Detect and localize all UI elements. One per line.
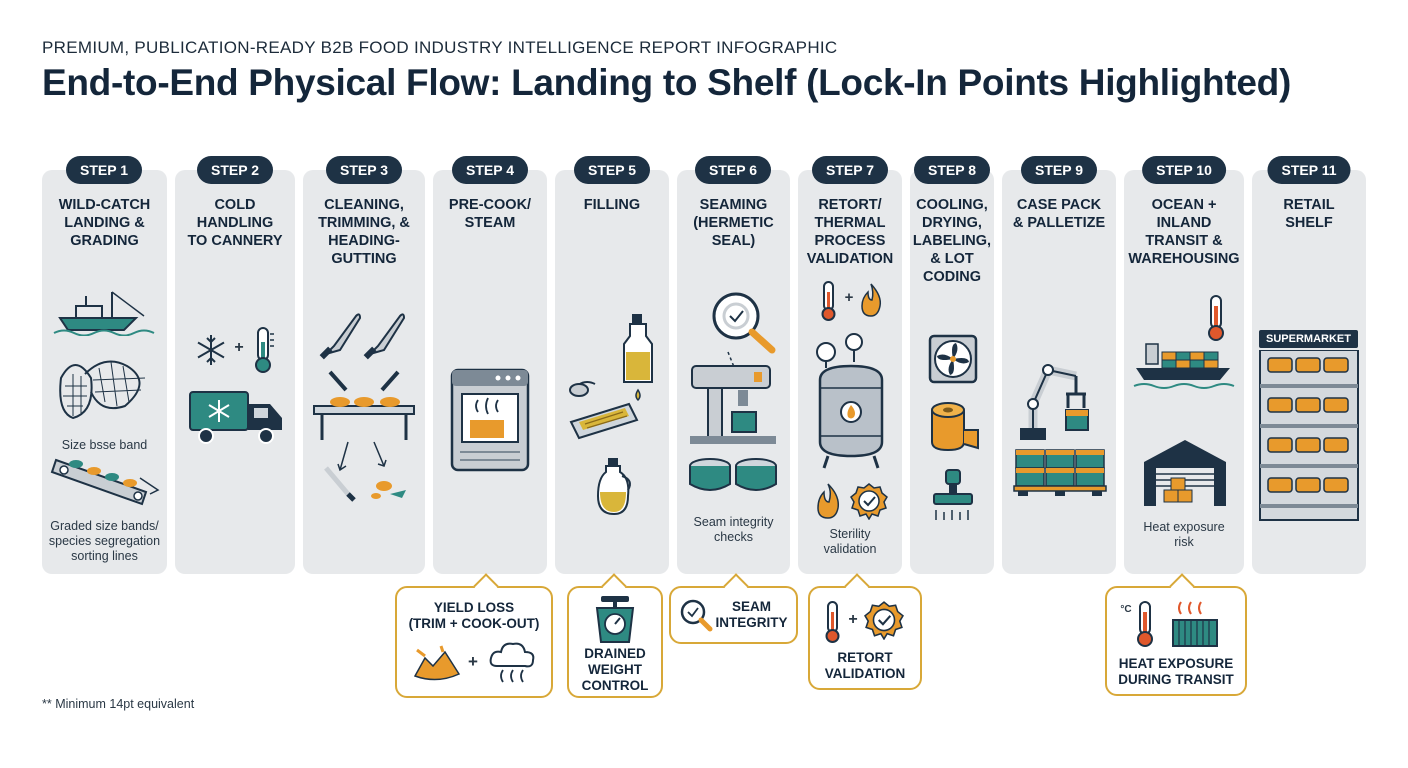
can-item [1323,437,1349,453]
step-4-badge: STEP 4 [452,156,528,184]
check-seal-icon [864,601,904,640]
lockin-retort-validation: + RETORT VALIDATION [808,573,922,690]
step-9-title: CASE PACK & PALLETIZE [1012,197,1106,231]
step-6-title: SEAMING (HERMETIC SEAL) [693,197,774,249]
lockin-drained-weight-text: DRAINED WEIGHT CONTROL [581,646,649,693]
fish-scraps-icon [413,645,461,681]
refrigerated-truck-icon [189,391,282,444]
footnote: ** Minimum 14pt equivalent [42,697,195,711]
step-6-caption: Seam integrity checks [693,515,774,544]
lockin-heat-exposure: °C HEAT EXPOSURE DURING TRANSIT [1105,573,1247,696]
step-1-caption: Graded size bands/ species segregation s… [48,519,161,563]
can-item [1295,397,1321,413]
step-2-panel [175,170,295,574]
thermometer-icon [255,327,274,373]
step-2-badge: STEP 2 [197,156,273,184]
can-item [1295,477,1321,493]
step-8-badge: STEP 8 [914,156,990,184]
step-10-badge: STEP 10 [1142,156,1226,184]
step-9-badge: STEP 9 [1021,156,1097,184]
can-item [1267,397,1293,413]
step-3-title: CLEANING, TRIMMING, & HEADING- GUTTING [318,197,410,267]
oil-jug-icon [596,458,631,516]
lockin-yield-loss: YIELD LOSS (TRIM + COOK-OUT) + [395,573,553,698]
scale-icon [595,596,635,643]
step-10-caption: Heat exposure risk [1143,520,1225,549]
step-6-badge: STEP 6 [695,156,771,184]
snowflake-icon [197,335,225,365]
fan-icon [928,334,978,384]
step-1-badge: STEP 1 [66,156,142,184]
lockin-yield-loss-text: YIELD LOSS (TRIM + COOK-OUT) [408,600,540,631]
step-2-title: COLD HANDLING TO CANNERY [187,197,283,249]
magnifier-icon [712,292,776,354]
step-2-plus: + [234,339,244,356]
flame-icon [861,283,882,317]
step-1-panel [42,170,167,574]
label-roll-icon [931,402,979,452]
open-can-icon [569,381,639,440]
lockin-seam-integrity-text: SEAM INTEGRITY [715,599,788,630]
step-7-title: RETORT/ THERMAL PROCESS VALIDATION [806,197,894,267]
step-10-title: OCEAN + INLAND TRANSIT & WAREHOUSING [1128,197,1240,267]
lockin-retort-plus: + [848,611,858,628]
fishing-net-icon [59,360,146,420]
pallet-cases-icon [1013,449,1107,496]
seaming-machine-icon [690,351,776,444]
lockin-drained-weight: DRAINED WEIGHT CONTROL [567,573,663,698]
step-1-title: WILD-CATCH LANDING & GRADING [58,197,151,249]
thermometer-icon [1137,601,1153,647]
steam-oven-icon [450,368,530,472]
fishing-boat-icon [53,291,155,336]
step-1-size-label: Size bsse band [61,438,148,452]
step-7-plus: + [844,289,854,306]
supermarket-sign: SUPERMARKET [1259,330,1358,348]
eyebrow-text: PREMIUM, PUBLICATION-READY B2B FOOD INDU… [42,38,838,57]
steam-cloud-icon [489,642,535,683]
step-11-title: RETAIL SHELF [1283,197,1335,231]
step-4-title: PRE-COOK/ STEAM [448,197,532,231]
step-5-title: FILLING [583,197,641,213]
lockin-heat-exposure-text: HEAT EXPOSURE DURING TRANSIT [1118,656,1234,687]
can-item [1295,437,1321,453]
can-item [1295,357,1321,373]
step-7-badge: STEP 7 [812,156,888,184]
step-3-badge: STEP 3 [326,156,402,184]
magnifier-icon [680,599,713,632]
thermometer-icon [1208,295,1224,341]
can-item [1267,357,1293,373]
can-item [1323,397,1349,413]
can-item [1267,477,1293,493]
warehouse-icon [1144,440,1226,506]
cutting-table-icon [313,370,415,440]
lockin-retort-validation-text: RETORT VALIDATION [824,650,906,681]
can-item [1267,437,1293,453]
oil-bottle-icon [623,314,653,402]
step-11-badge: STEP 11 [1267,156,1351,184]
step-7-caption: Sterility validation [823,527,877,556]
page-title: End-to-End Physical Flow: Landing to She… [42,62,1291,103]
thermometer-icon [821,281,836,321]
heated-container-icon [1172,601,1218,647]
sorting-conveyor-icon [50,458,160,506]
flame-icon [817,483,840,519]
check-seal-icon [850,483,888,520]
lockin-yield-plus: + [468,652,478,671]
retort-vessel-icon [816,333,884,469]
step-8-title: COOLING, DRYING, LABELING, & LOT CODING [912,197,992,285]
fish-scraps-icon [324,441,406,502]
can-item [1323,357,1349,373]
step-3-panel [303,170,425,574]
knife-icon [319,313,406,360]
lockin-seam-integrity: SEAM INTEGRITY [669,573,798,644]
thermometer-icon [825,601,840,643]
robot-arm-icon [1020,364,1089,440]
lot-code-stamp-icon [933,469,973,520]
step-5-badge: STEP 5 [574,156,650,184]
supermarket-shelf-icon [1259,350,1359,521]
lockin-heat-unit: °C [1120,604,1132,615]
container-ship-icon [1133,343,1235,389]
can-item [1323,477,1349,493]
sealed-cans-icon [689,458,777,491]
